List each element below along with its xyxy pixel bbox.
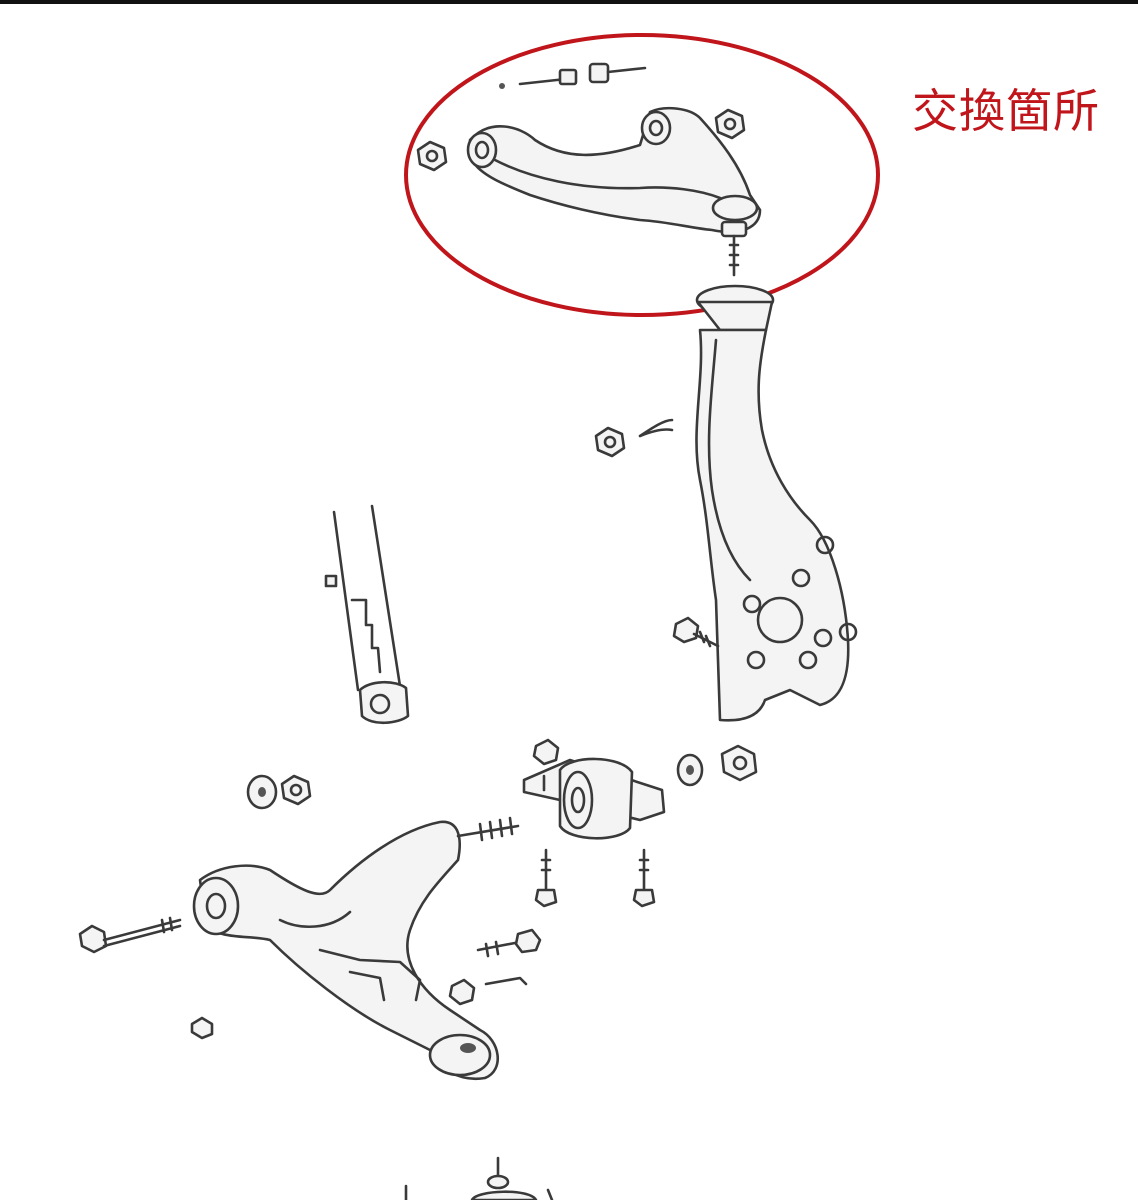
shock-absorber	[324, 504, 410, 725]
cotter-pin-nut	[594, 418, 674, 458]
top-border	[0, 0, 1138, 4]
washers-right	[676, 744, 758, 787]
washers-left	[246, 774, 312, 810]
replacement-location-label: 交換箇所	[912, 84, 1100, 138]
lower-arm-bolt	[78, 916, 182, 954]
vertical-bolts	[534, 848, 656, 908]
bushing-bracket	[522, 738, 666, 840]
highlight-circle	[404, 33, 880, 317]
upper-control-arm	[416, 62, 762, 277]
upper-arm-bolt	[499, 62, 647, 89]
small-hardware	[190, 928, 542, 1040]
knuckle-bolt	[672, 616, 720, 648]
lower-control-arm	[192, 816, 520, 1081]
steering-knuckle	[695, 284, 858, 722]
lower-ball-joint	[404, 1156, 554, 1200]
